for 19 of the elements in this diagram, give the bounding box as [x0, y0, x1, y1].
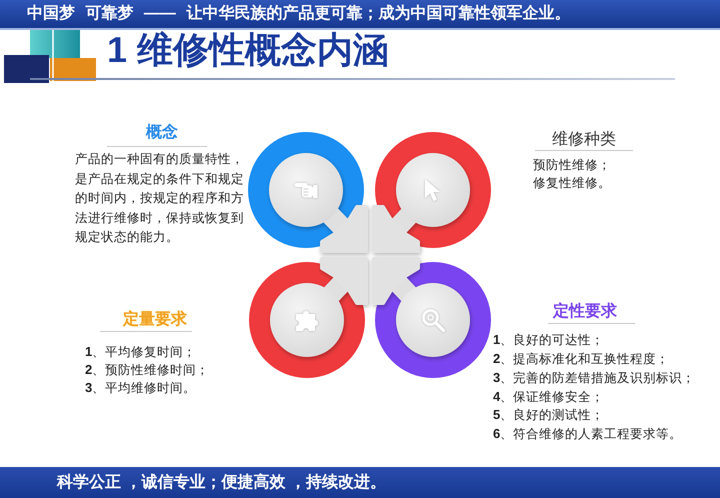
body-text: 产品的一种固有的质量特性，是产品在规定的条件下和规定的时间内，按规定的程序和方法进行维修时，保持或恢复到规定状态的能力。	[75, 151, 245, 246]
section-heading: 定性要求	[552, 302, 618, 322]
list-item: 1、平均修复时间；	[85, 343, 196, 361]
list-item: 3、平均维修时间。	[85, 379, 196, 397]
section-heading: 概念	[144, 123, 179, 143]
list-item: 2、预防性维修时间；	[85, 361, 210, 379]
page-title: 1 维修性概念内涵	[107, 29, 390, 71]
list-item: 4、保证维修安全；	[493, 388, 604, 406]
list-item: 1、良好的可达性；	[493, 331, 604, 349]
list-item: 3、完善的防差错措施及识别标识；	[493, 369, 696, 387]
list-item: 预防性维修；	[533, 157, 611, 174]
section-heading: 定量要求	[122, 310, 188, 330]
list-item: 2、提高标准化和互换性程度；	[493, 350, 670, 368]
slogan-text: 中国梦 可靠梦 —— 让中华民族的产品更可靠；成为中国可靠性领军企业。	[27, 3, 570, 24]
list-item: 修复性维修。	[533, 175, 611, 192]
list-item: 5、良好的测试性；	[493, 406, 604, 424]
section-heading: 维修种类	[551, 130, 617, 150]
slogan-text: 科学公正 ，诚信专业；便捷高效 ，持续改进。	[57, 472, 386, 493]
list-item: 6、符合维修的人素工程要求等。	[493, 425, 682, 443]
